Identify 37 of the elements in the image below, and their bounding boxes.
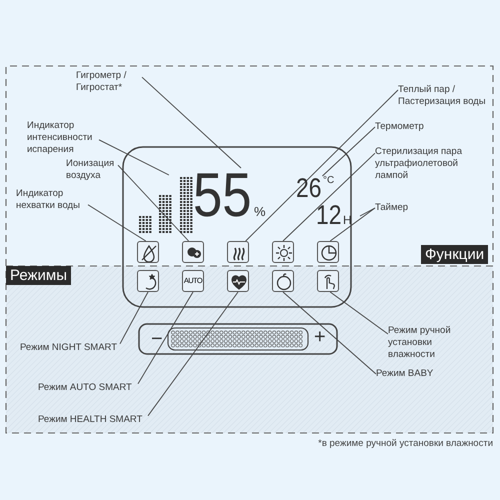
leader-line xyxy=(148,292,238,416)
callout-label: Индикатор нехватки воды xyxy=(16,188,88,212)
callout-label: Таймер xyxy=(375,202,415,214)
leader-line xyxy=(120,292,148,344)
callout-label: Ионизация воздуха xyxy=(66,158,118,182)
callout-label: Термометр xyxy=(375,121,435,133)
callout-label: Режим HEALTH SMART xyxy=(38,414,148,426)
leader-line xyxy=(142,76,242,168)
percent-unit: % xyxy=(254,205,266,218)
leader-line xyxy=(330,292,388,334)
footnote: *в режиме ручной установки влажности xyxy=(318,438,493,449)
callout-label: Режим NIGHT SMART xyxy=(20,342,120,354)
leader-line xyxy=(282,292,376,374)
callout-label: Режим AUTO SMART xyxy=(38,382,138,394)
timer-readout: 12 xyxy=(316,203,342,228)
callout-label: Индикатор интенсивности испарения xyxy=(27,120,99,156)
unit-label: °C xyxy=(323,176,334,186)
leader-line xyxy=(322,126,376,176)
leader-line xyxy=(360,208,376,216)
callout-label: Теплый пар / Пастеризация воды xyxy=(398,84,493,108)
section-heading: Режимы xyxy=(6,266,72,285)
leader-line xyxy=(138,292,194,384)
leader-line xyxy=(118,164,190,242)
callout-label: Гигрометр / Гигростат* xyxy=(76,70,142,94)
leader-line xyxy=(98,139,170,176)
leader-line xyxy=(88,204,146,242)
leader-line xyxy=(330,208,376,242)
section-heading: Функции xyxy=(421,245,488,264)
temperature-readout: 26 xyxy=(296,176,322,200)
plus-sign: + xyxy=(314,327,326,347)
leader-line xyxy=(282,152,376,242)
humidity-readout: 55 xyxy=(193,168,252,224)
leader-line xyxy=(245,90,398,242)
minus-sign: − xyxy=(151,329,163,349)
callout-label: Режим ручной установки влажности xyxy=(388,325,476,361)
callout-label: Режим BABY xyxy=(376,368,446,380)
callout-label: Стерилизация пара ультрафиолетовой лампой xyxy=(375,146,465,182)
